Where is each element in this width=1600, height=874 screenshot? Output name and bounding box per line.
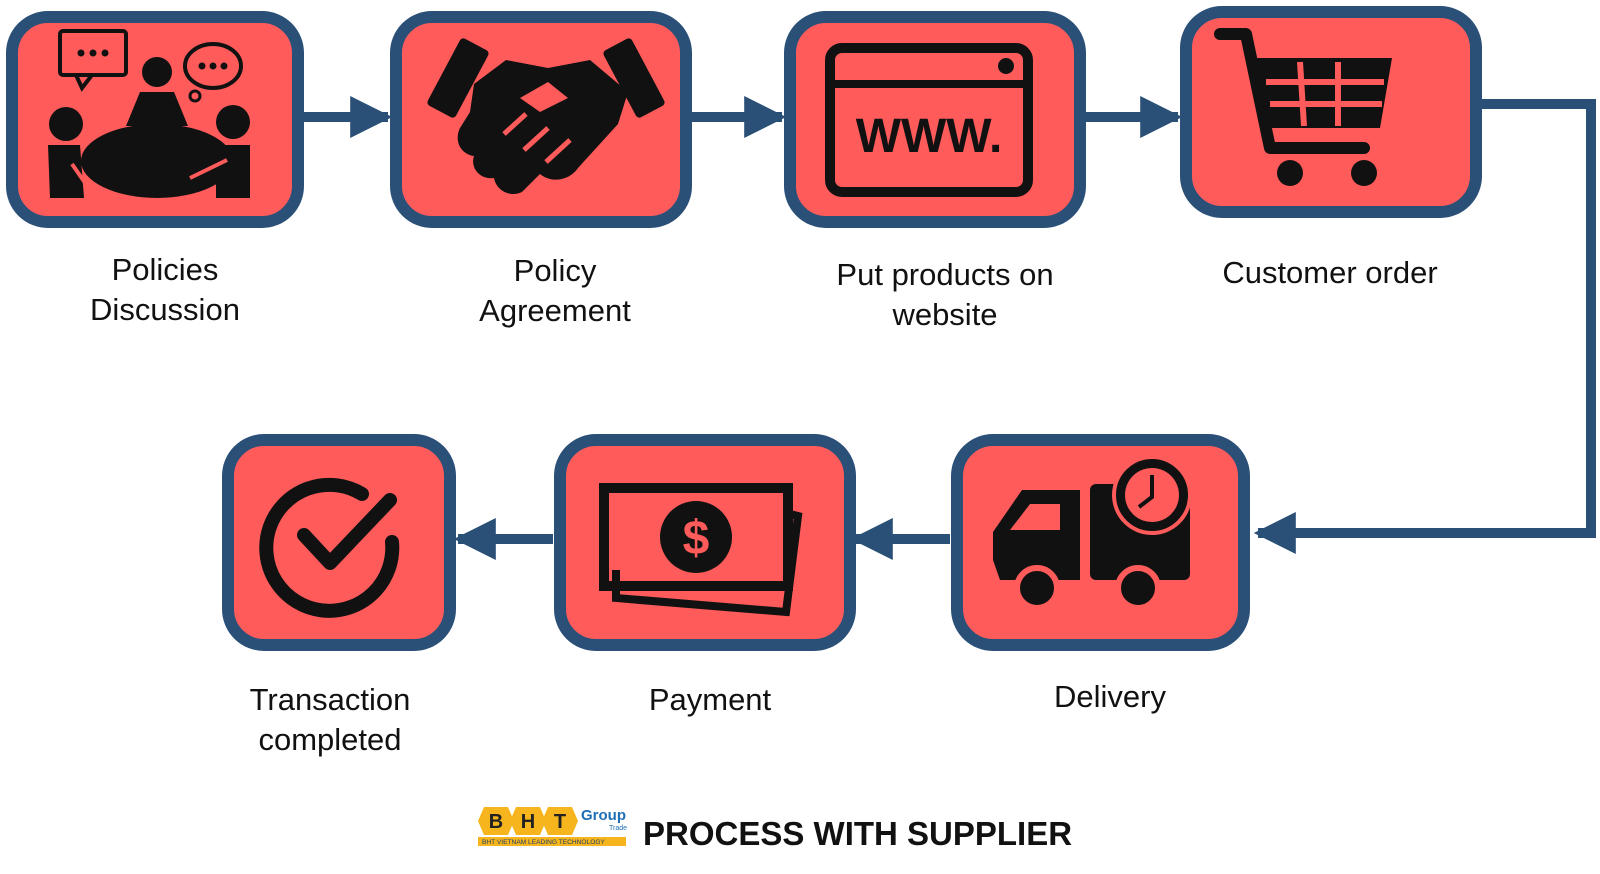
logo-letter-h: H xyxy=(521,811,535,833)
meeting-icon xyxy=(48,29,250,198)
label-customer-order: Customer order xyxy=(1222,255,1438,290)
money-icon: $ xyxy=(599,483,803,617)
label-delivery: Delivery xyxy=(1054,679,1166,714)
website-icon: WWW. xyxy=(825,43,1033,197)
label-payment: Payment xyxy=(648,682,772,717)
shopping-cart-icon xyxy=(1214,28,1392,186)
logo-group-text: Group xyxy=(581,807,626,824)
label-policy-agreement: Policy Agreement xyxy=(479,253,631,328)
logo-tagline: BHT VIETNAM LEADING TECHNOLOGY xyxy=(482,839,605,846)
bht-group-logo: B H T Group Trade BHT VIETNAM LEADING TE… xyxy=(478,807,627,846)
delivery-truck-icon xyxy=(993,455,1192,611)
check-circle-icon xyxy=(259,477,400,618)
website-icon-text: WWW. xyxy=(856,110,1003,163)
label-put-products-on-website: Put products on website xyxy=(836,257,1054,332)
label-policies-discussion: Policies Discussion xyxy=(90,252,240,327)
logo-letter-t: T xyxy=(554,811,566,833)
logo-letter-b: B xyxy=(489,811,503,833)
label-transaction-completed: Transaction completed xyxy=(249,682,411,757)
page-title: PROCESS WITH SUPPLIER xyxy=(643,815,1073,852)
money-icon-text: $ xyxy=(683,512,710,565)
connector-4-5 xyxy=(1253,99,1596,554)
logo-trade-text: Trade xyxy=(609,825,627,832)
handshake-icon xyxy=(427,38,665,195)
connectors xyxy=(300,96,1596,560)
